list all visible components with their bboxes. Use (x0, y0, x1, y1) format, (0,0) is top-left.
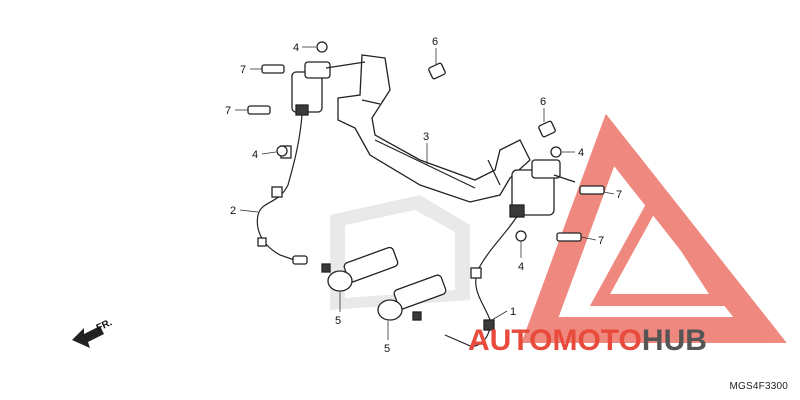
ignition-coil-lower (509, 159, 576, 218)
direction-label: FR. (95, 317, 114, 334)
callout-5: 5 (335, 315, 341, 327)
callout-6: 6 (432, 36, 438, 48)
reference-code: MGS4F3300 (729, 381, 788, 392)
callout-2: 2 (230, 205, 236, 217)
callout-3: 3 (423, 131, 429, 143)
callout-7: 7 (240, 64, 246, 76)
spark-plug-cable-left (256, 114, 308, 265)
bolt-hardware (247, 41, 605, 242)
front-direction-arrow-icon (72, 326, 104, 348)
ignition-coil-upper (291, 61, 366, 116)
watermark-text-part1: AUTOMOTO (468, 324, 642, 357)
callout-5: 5 (384, 343, 390, 355)
callout-6: 6 (540, 96, 546, 108)
plug-cap-lower (377, 274, 447, 321)
callout-4: 4 (293, 42, 299, 54)
callout-4: 4 (252, 149, 258, 161)
plug-cap-upper (321, 246, 399, 292)
callout-7: 7 (225, 105, 231, 117)
watermark-text: AUTOMOTOHUB (468, 324, 707, 357)
callout-1: 1 (510, 306, 516, 318)
bracket-part (337, 54, 531, 203)
callout-4: 4 (578, 147, 584, 159)
callout-4: 4 (518, 261, 524, 273)
watermark-text-part2: HUB (642, 324, 707, 357)
callout-7: 7 (616, 189, 622, 201)
callout-7: 7 (598, 235, 604, 247)
leader-lines (235, 46, 615, 340)
spark-plug-cable-right (444, 214, 519, 347)
